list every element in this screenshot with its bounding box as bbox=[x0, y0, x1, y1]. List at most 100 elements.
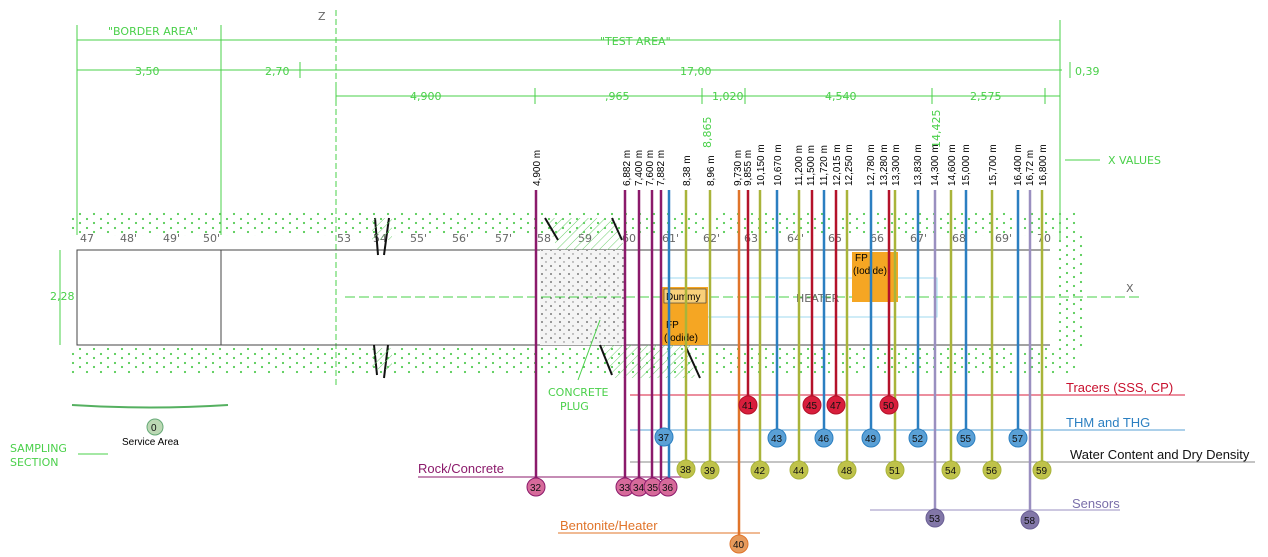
sample-markers: 32 33 34 35 36 37 38 39 40 41 42 43 44 4… bbox=[526, 395, 1052, 554]
measurement-label: 15,000 m bbox=[961, 144, 972, 186]
tick-label: 56' bbox=[452, 232, 469, 245]
border-area-label: "BORDER AREA" bbox=[108, 25, 198, 38]
measurement-label: 7,400 m bbox=[634, 150, 645, 186]
marker-label: 34 bbox=[633, 483, 645, 494]
marker-label: 56 bbox=[986, 466, 998, 477]
marker-label: 41 bbox=[742, 401, 754, 412]
marker-label: 47 bbox=[830, 401, 842, 412]
measurement-label: 16,400 m bbox=[1013, 144, 1024, 186]
tick-label: 61' bbox=[662, 232, 679, 245]
left-hatch-top bbox=[372, 218, 392, 240]
tracers-legend: Tracers (SSS, CP) bbox=[1066, 380, 1173, 395]
concrete-plug-dots bbox=[540, 250, 625, 345]
fp-label-left: FP bbox=[666, 320, 679, 331]
marker-label: 43 bbox=[771, 434, 783, 445]
measurement-label: 14,300 m bbox=[930, 144, 941, 186]
marker-label: 45 bbox=[806, 401, 818, 412]
marker-label: 52 bbox=[912, 434, 924, 445]
measurement-label: 16,72 m bbox=[1025, 150, 1036, 186]
sampling-label: SAMPLING bbox=[10, 442, 67, 455]
end-dot-band bbox=[1055, 236, 1085, 348]
tick-label: 70 bbox=[1037, 232, 1051, 245]
dim-965: ,965 bbox=[605, 90, 630, 103]
dummy-label: Dummy bbox=[666, 292, 700, 303]
bentonite-legend: Bentonite/Heater bbox=[560, 518, 658, 533]
tick-label: 66 bbox=[870, 232, 884, 245]
marker-label: 57 bbox=[1012, 434, 1024, 445]
concrete-label: CONCRETE bbox=[548, 386, 609, 399]
service-area-bracket bbox=[71, 404, 229, 409]
tick-label: 57' bbox=[495, 232, 512, 245]
dim-8-865: 8,865 bbox=[701, 117, 714, 149]
tick-label: 49' bbox=[163, 232, 180, 245]
marker-label: 39 bbox=[704, 466, 716, 477]
service-area-number: 0 bbox=[151, 423, 157, 434]
marker-label: 32 bbox=[530, 483, 542, 494]
dim-17-00: 17,00 bbox=[680, 65, 712, 78]
marker-label: 37 bbox=[658, 433, 670, 444]
sensors-legend: Sensors bbox=[1072, 496, 1120, 511]
measurement-label: 11,200 m bbox=[794, 145, 805, 186]
marker-label: 38 bbox=[680, 465, 692, 476]
measurement-label: 13,300 m bbox=[891, 144, 902, 186]
measurement-label: 7,882 m bbox=[656, 150, 667, 186]
measurement-label: 10,150 m bbox=[756, 144, 767, 186]
test-area-label: "TEST AREA" bbox=[600, 35, 671, 48]
x-values-label: X VALUES bbox=[1108, 154, 1161, 167]
plug-leader-line bbox=[577, 319, 601, 381]
tick-label: 68 bbox=[952, 232, 966, 245]
measurement-label: 12,250 m bbox=[844, 144, 855, 186]
marker-label: 50 bbox=[883, 401, 895, 412]
rock-legend: Rock/Concrete bbox=[418, 461, 504, 476]
heater-label: HEATER bbox=[796, 292, 840, 305]
measurement-label: 11,720 m bbox=[819, 145, 830, 186]
dim-1-020: 1,020 bbox=[712, 90, 744, 103]
dim-4-900: 4,900 bbox=[410, 90, 442, 103]
measurement-label: 8,38 m bbox=[682, 155, 693, 186]
service-area-label: Service Area bbox=[122, 437, 179, 448]
measurement-label: 13,280 m bbox=[879, 144, 890, 186]
fp-box-right bbox=[852, 252, 898, 302]
measurement-label: 7,600 m bbox=[645, 150, 656, 186]
iodide-label-left: (Iodide) bbox=[664, 333, 698, 344]
section-label: SECTION bbox=[10, 456, 58, 469]
water-legend: Water Content and Dry Density bbox=[1070, 447, 1250, 462]
marker-label: 44 bbox=[793, 466, 805, 477]
dim-0-39: 0,39 bbox=[1075, 65, 1100, 78]
measurement-label: 14,600 m bbox=[947, 144, 958, 186]
marker-label: 53 bbox=[929, 514, 941, 525]
measurement-label: 13,830 m bbox=[913, 144, 924, 186]
measurement-label: 16,800 m bbox=[1038, 144, 1049, 186]
tick-label: 53 bbox=[337, 232, 351, 245]
left-hatch-bottom bbox=[372, 348, 392, 370]
marker-label: 59 bbox=[1036, 466, 1048, 477]
measurement-label: 9,855 m bbox=[743, 150, 754, 186]
marker-label: 55 bbox=[960, 434, 972, 445]
measurement-label: 10,670 m bbox=[773, 144, 784, 186]
tick-label: 64' bbox=[787, 232, 804, 245]
dimension-lines bbox=[76, 20, 1071, 240]
measurement-label: 12,780 m bbox=[866, 144, 877, 186]
measurement-label: 6,882 m bbox=[622, 150, 633, 186]
measurement-label: 15,700 m bbox=[988, 144, 999, 186]
fp-label-right: FP bbox=[855, 253, 868, 264]
tick-label: 50' bbox=[203, 232, 220, 245]
plug-hatch-bottom bbox=[600, 345, 695, 378]
measurement-label: 12,015 m bbox=[832, 144, 843, 186]
tick-label: 69' bbox=[995, 232, 1012, 245]
measurement-label: 8,96 m bbox=[706, 155, 717, 186]
marker-label: 48 bbox=[841, 466, 853, 477]
dim-2-70: 2,70 bbox=[265, 65, 290, 78]
marker-label: 49 bbox=[865, 434, 877, 445]
tick-label: 47 bbox=[80, 232, 94, 245]
service-area-marker bbox=[146, 418, 164, 436]
thm-legend: THM and THG bbox=[1066, 415, 1150, 430]
marker-label: 42 bbox=[754, 466, 766, 477]
marker-label: 54 bbox=[945, 466, 957, 477]
marker-label: 33 bbox=[619, 483, 631, 494]
tick-label: 62' bbox=[703, 232, 720, 245]
marker-label: 46 bbox=[818, 434, 830, 445]
dim-2-575: 2,575 bbox=[970, 90, 1002, 103]
